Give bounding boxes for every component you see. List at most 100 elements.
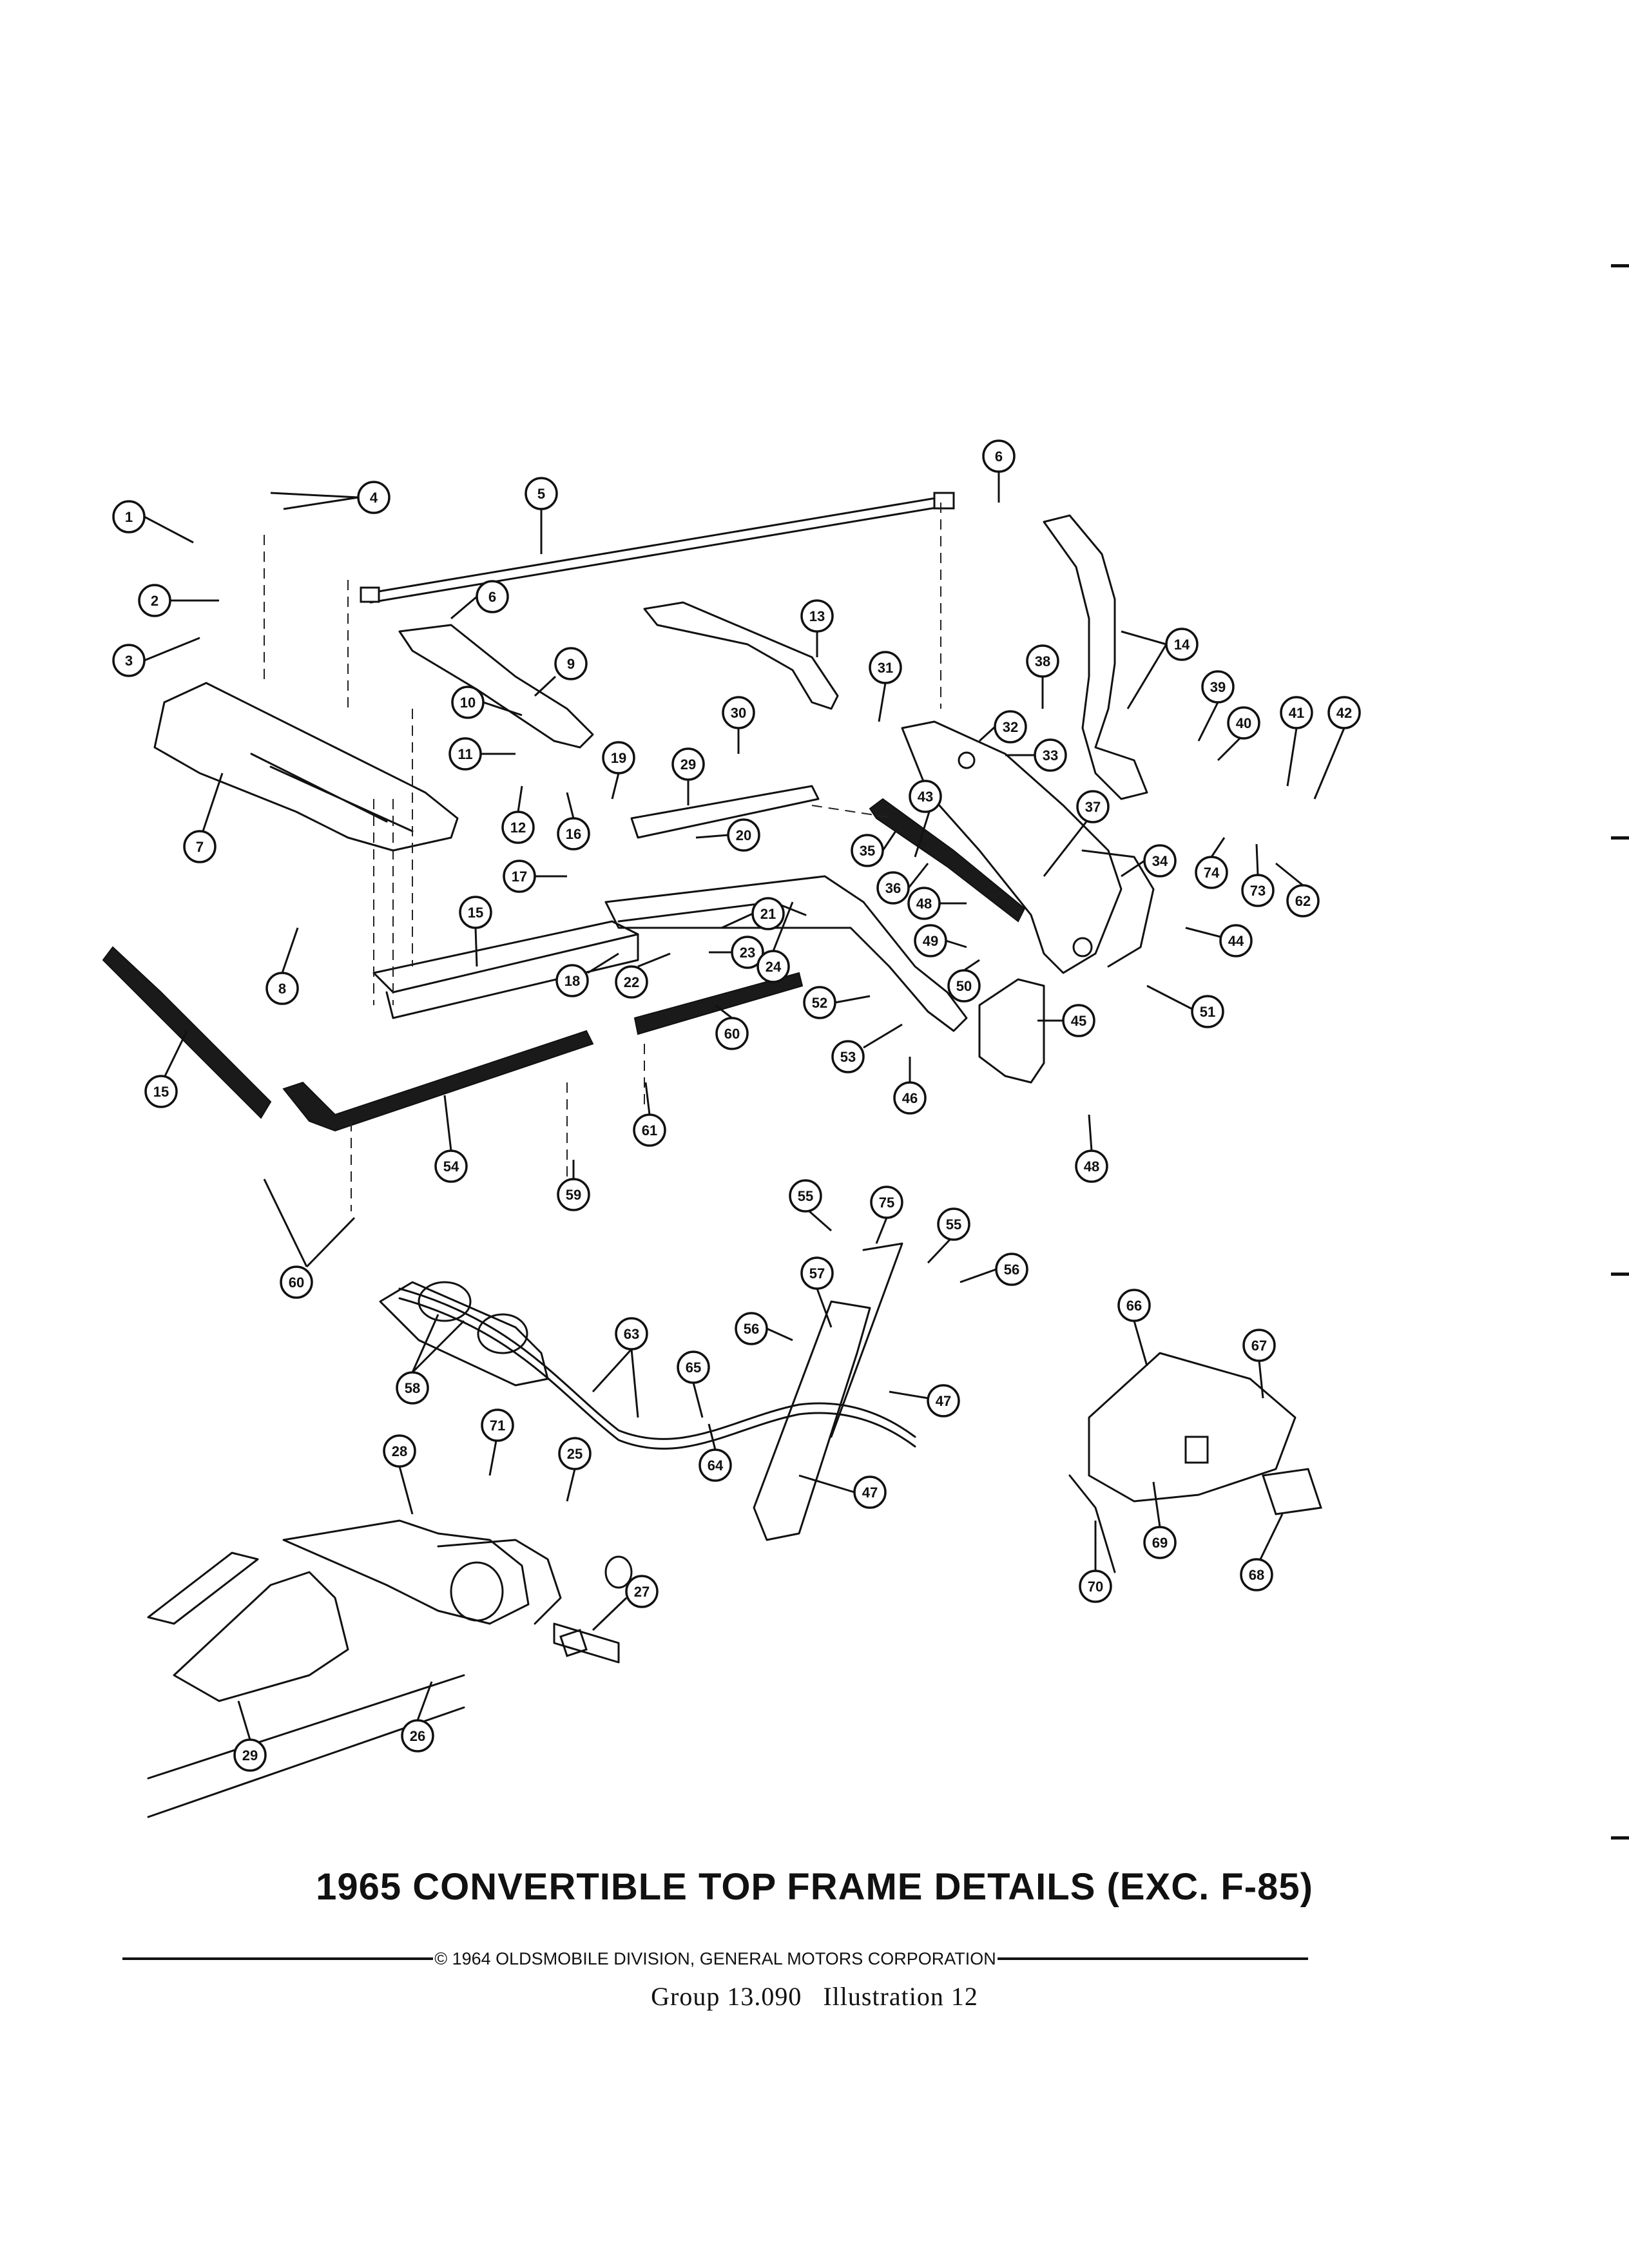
callout-9: 9: [534, 647, 588, 697]
callout-20: 19: [602, 741, 635, 800]
svg-text:4: 4: [370, 490, 378, 506]
callout-18: 17: [503, 860, 567, 893]
svg-text:27: 27: [634, 1584, 650, 1600]
hydraulic-pump-assembly: [379, 1242, 1322, 1573]
svg-text:63: 63: [624, 1326, 639, 1342]
upper-frame-assembly: [102, 492, 1155, 1211]
callout-67: 66: [1117, 1289, 1151, 1367]
svg-text:49: 49: [923, 933, 938, 949]
callout-54: 53: [831, 1023, 903, 1073]
svg-text:6: 6: [488, 589, 496, 605]
svg-text:11: 11: [458, 746, 472, 762]
svg-text:31: 31: [878, 660, 893, 676]
callout-41: 40: [1217, 706, 1260, 762]
svg-text:54: 54: [443, 1158, 459, 1175]
rule-left: [122, 1957, 434, 1960]
svg-text:37: 37: [1085, 799, 1101, 815]
svg-text:57: 57: [809, 1265, 825, 1282]
callout-28: 27: [592, 1575, 659, 1631]
callout-39: 38: [1026, 644, 1059, 709]
rule-right: [997, 1957, 1308, 1960]
callout-31: 30: [722, 696, 755, 754]
svg-text:18: 18: [564, 973, 580, 989]
callout-53: 52: [803, 986, 871, 1019]
svg-text:43: 43: [918, 789, 933, 805]
svg-text:16: 16: [566, 826, 581, 842]
callout-22: 21: [721, 897, 785, 930]
svg-text:33: 33: [1043, 747, 1058, 764]
svg-text:42: 42: [1336, 705, 1352, 721]
callout-70: 69: [1143, 1481, 1177, 1559]
callout-56a: 55: [789, 1179, 832, 1232]
svg-text:45: 45: [1071, 1013, 1086, 1029]
callout-10: 10: [451, 686, 523, 719]
callout-63: 58: [396, 1314, 465, 1405]
svg-text:14: 14: [1174, 637, 1190, 653]
svg-text:68: 68: [1249, 1567, 1264, 1583]
svg-text:25: 25: [567, 1446, 583, 1462]
svg-text:74: 74: [1204, 865, 1220, 881]
svg-text:59: 59: [566, 1187, 581, 1203]
svg-text:65: 65: [686, 1360, 701, 1376]
callout-55b: 55: [927, 1207, 970, 1264]
svg-text:58: 58: [405, 1380, 420, 1396]
svg-text:32: 32: [1003, 719, 1018, 735]
svg-text:60: 60: [289, 1274, 304, 1291]
svg-text:28: 28: [392, 1443, 407, 1459]
svg-text:36: 36: [885, 880, 901, 896]
svg-text:1: 1: [125, 509, 133, 525]
svg-text:67: 67: [1251, 1338, 1267, 1354]
callout-30: 29: [671, 747, 705, 805]
svg-text:20: 20: [736, 827, 751, 843]
svg-text:61: 61: [642, 1122, 657, 1139]
callout-15: 15: [144, 1030, 188, 1108]
svg-text:73: 73: [1250, 883, 1266, 899]
svg-text:2: 2: [151, 593, 159, 609]
svg-text:13: 13: [809, 608, 825, 624]
callout-56b: 56: [959, 1253, 1028, 1286]
callout-49: 48: [907, 887, 967, 920]
callout-50: 49: [914, 924, 967, 957]
callout-12: 12: [501, 785, 535, 844]
callout-11: 11: [448, 737, 516, 771]
callouts: 1 2 3 4 5 6 6 7 8 9 10 11 12 13 14 15 15…: [112, 439, 1361, 1772]
svg-text:47: 47: [936, 1393, 951, 1409]
callout-29b: 28: [383, 1434, 416, 1515]
svg-text:21: 21: [760, 906, 776, 922]
svg-text:9: 9: [567, 656, 575, 672]
svg-text:34: 34: [1152, 853, 1168, 869]
callout-33: 32: [978, 710, 1027, 744]
svg-text:39: 39: [1210, 679, 1226, 695]
callout-73: 62: [1275, 862, 1320, 918]
callout-3: 3: [112, 637, 200, 677]
svg-text:50: 50: [956, 978, 972, 994]
callout-19: 18: [555, 952, 619, 997]
callout-27: 26: [401, 1681, 434, 1753]
callout-23: 22: [615, 952, 671, 999]
callout-59: 54: [434, 1095, 468, 1183]
svg-text:53: 53: [840, 1049, 856, 1065]
callout-42: 41: [1280, 696, 1313, 787]
svg-text:75: 75: [879, 1195, 894, 1211]
margin-mark: [1611, 1836, 1629, 1840]
callout-60b: 60: [263, 1178, 356, 1299]
svg-text:48: 48: [1084, 1158, 1099, 1175]
svg-text:71: 71: [490, 1418, 505, 1434]
callout-65: 64: [699, 1423, 732, 1482]
svg-text:55: 55: [798, 1188, 813, 1204]
svg-text:12: 12: [510, 820, 526, 836]
svg-text:24: 24: [766, 959, 782, 975]
callout-47a: 56: [735, 1312, 793, 1345]
callout-47b: 47: [889, 1384, 960, 1418]
callout-37: 36: [876, 863, 929, 905]
callout-34: 33: [1005, 738, 1067, 772]
callout-36: 35: [851, 831, 897, 867]
callout-71: 70: [1079, 1521, 1112, 1603]
callout-14: 14: [1121, 628, 1199, 709]
svg-text:5: 5: [537, 486, 545, 502]
callout-64: 63: [592, 1317, 648, 1418]
callout-16a: 15: [459, 896, 492, 967]
callout-69: 68: [1240, 1514, 1284, 1591]
callout-25: 71: [481, 1408, 514, 1476]
